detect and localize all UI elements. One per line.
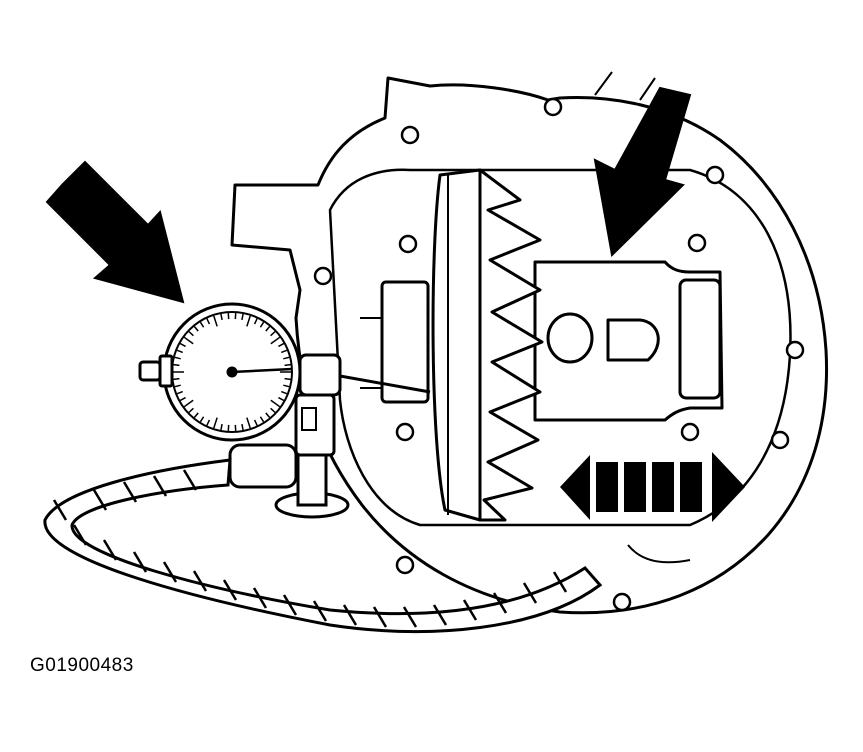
bolt-hole — [705, 165, 725, 185]
bolt-hole — [313, 266, 333, 286]
dial-tick — [220, 313, 223, 321]
dial-tick — [270, 336, 281, 345]
double-arrow-icon — [560, 452, 745, 522]
hose-band — [132, 551, 148, 573]
bolt-hole — [400, 125, 420, 145]
dial-tick — [246, 315, 251, 327]
hose-band — [122, 481, 138, 503]
ring-gear — [431, 168, 544, 522]
dial-ticks — [173, 313, 291, 431]
hose-band — [492, 592, 508, 614]
bolt-hole — [395, 555, 415, 575]
bolt-hole — [398, 234, 418, 254]
hose-band — [152, 475, 168, 497]
hose-band — [162, 561, 178, 583]
dial-tick — [284, 363, 291, 367]
dial-tick — [199, 321, 205, 328]
bolt-hole — [785, 340, 805, 360]
hose-band — [552, 571, 568, 593]
differential-case — [533, 260, 724, 422]
dial-tick — [281, 390, 288, 395]
dial-tick — [206, 419, 211, 426]
hose-bands — [52, 469, 568, 628]
hose-band — [102, 539, 118, 561]
dial-tick — [179, 342, 186, 348]
dial-tick — [193, 326, 199, 332]
bolt-hole — [395, 422, 415, 442]
hose-band — [72, 524, 88, 546]
dial-tick — [183, 336, 194, 345]
hose-band — [282, 594, 298, 616]
dial-tick — [246, 417, 251, 429]
dial-tick — [283, 384, 290, 388]
dial-tick — [270, 331, 276, 337]
side-bearing-block — [360, 280, 430, 404]
hose-band — [432, 604, 448, 626]
dial-tick — [176, 349, 183, 354]
hose-band — [402, 606, 418, 628]
flange-bolt-holes — [313, 97, 805, 612]
dial-tick — [281, 349, 288, 354]
bolt-hole — [543, 97, 563, 117]
dial-tick — [213, 315, 218, 327]
hose-band — [252, 587, 268, 609]
hose-band — [182, 469, 198, 491]
dial-tick — [241, 313, 244, 321]
hose-band — [462, 599, 478, 621]
dial-tick — [173, 363, 180, 367]
dial-tick — [283, 356, 290, 360]
dial-tick — [176, 390, 183, 395]
pointer-arrow-icon — [45, 160, 185, 304]
hose-band — [92, 489, 108, 511]
dial-tick — [173, 377, 180, 381]
hose-band — [342, 604, 358, 626]
dial-tick — [174, 384, 181, 388]
dial-tick — [259, 321, 265, 328]
dial-indicator-icon — [138, 302, 431, 519]
dial-tick — [270, 399, 281, 408]
dial-tick — [278, 396, 285, 402]
dial-tick — [199, 416, 205, 423]
magnetic-base-hose — [43, 458, 603, 633]
dial-tick — [278, 342, 285, 348]
hose-band — [192, 570, 208, 592]
dial-tick — [188, 331, 194, 337]
dial-tick — [188, 407, 194, 413]
dial-tick — [270, 407, 276, 413]
dial-tick — [174, 356, 181, 360]
dial-tick — [213, 417, 218, 429]
hose-band — [312, 600, 328, 622]
bolt-hole — [680, 422, 700, 442]
hose-band — [372, 606, 388, 628]
dial-tick — [259, 416, 265, 423]
dial-tick — [265, 326, 271, 332]
dial-tick — [241, 423, 244, 431]
dial-tick — [193, 412, 199, 418]
bolt-hole — [770, 430, 790, 450]
hose-band — [52, 499, 68, 521]
pointer-arrow-icon — [593, 86, 692, 258]
dial-tick — [206, 318, 211, 325]
dial-tick — [265, 412, 271, 418]
bolt-hole — [687, 233, 707, 253]
dial-tick — [179, 396, 186, 402]
bolt-hole — [612, 592, 632, 612]
dial-tick — [220, 423, 223, 431]
hose-band — [222, 579, 238, 601]
hose-band — [522, 582, 538, 604]
dial-tick — [253, 419, 258, 426]
figure-id-label: G01900483 — [30, 655, 134, 676]
dial-tick — [284, 377, 291, 381]
dial-tick — [183, 399, 194, 408]
dial-tick — [253, 318, 258, 325]
